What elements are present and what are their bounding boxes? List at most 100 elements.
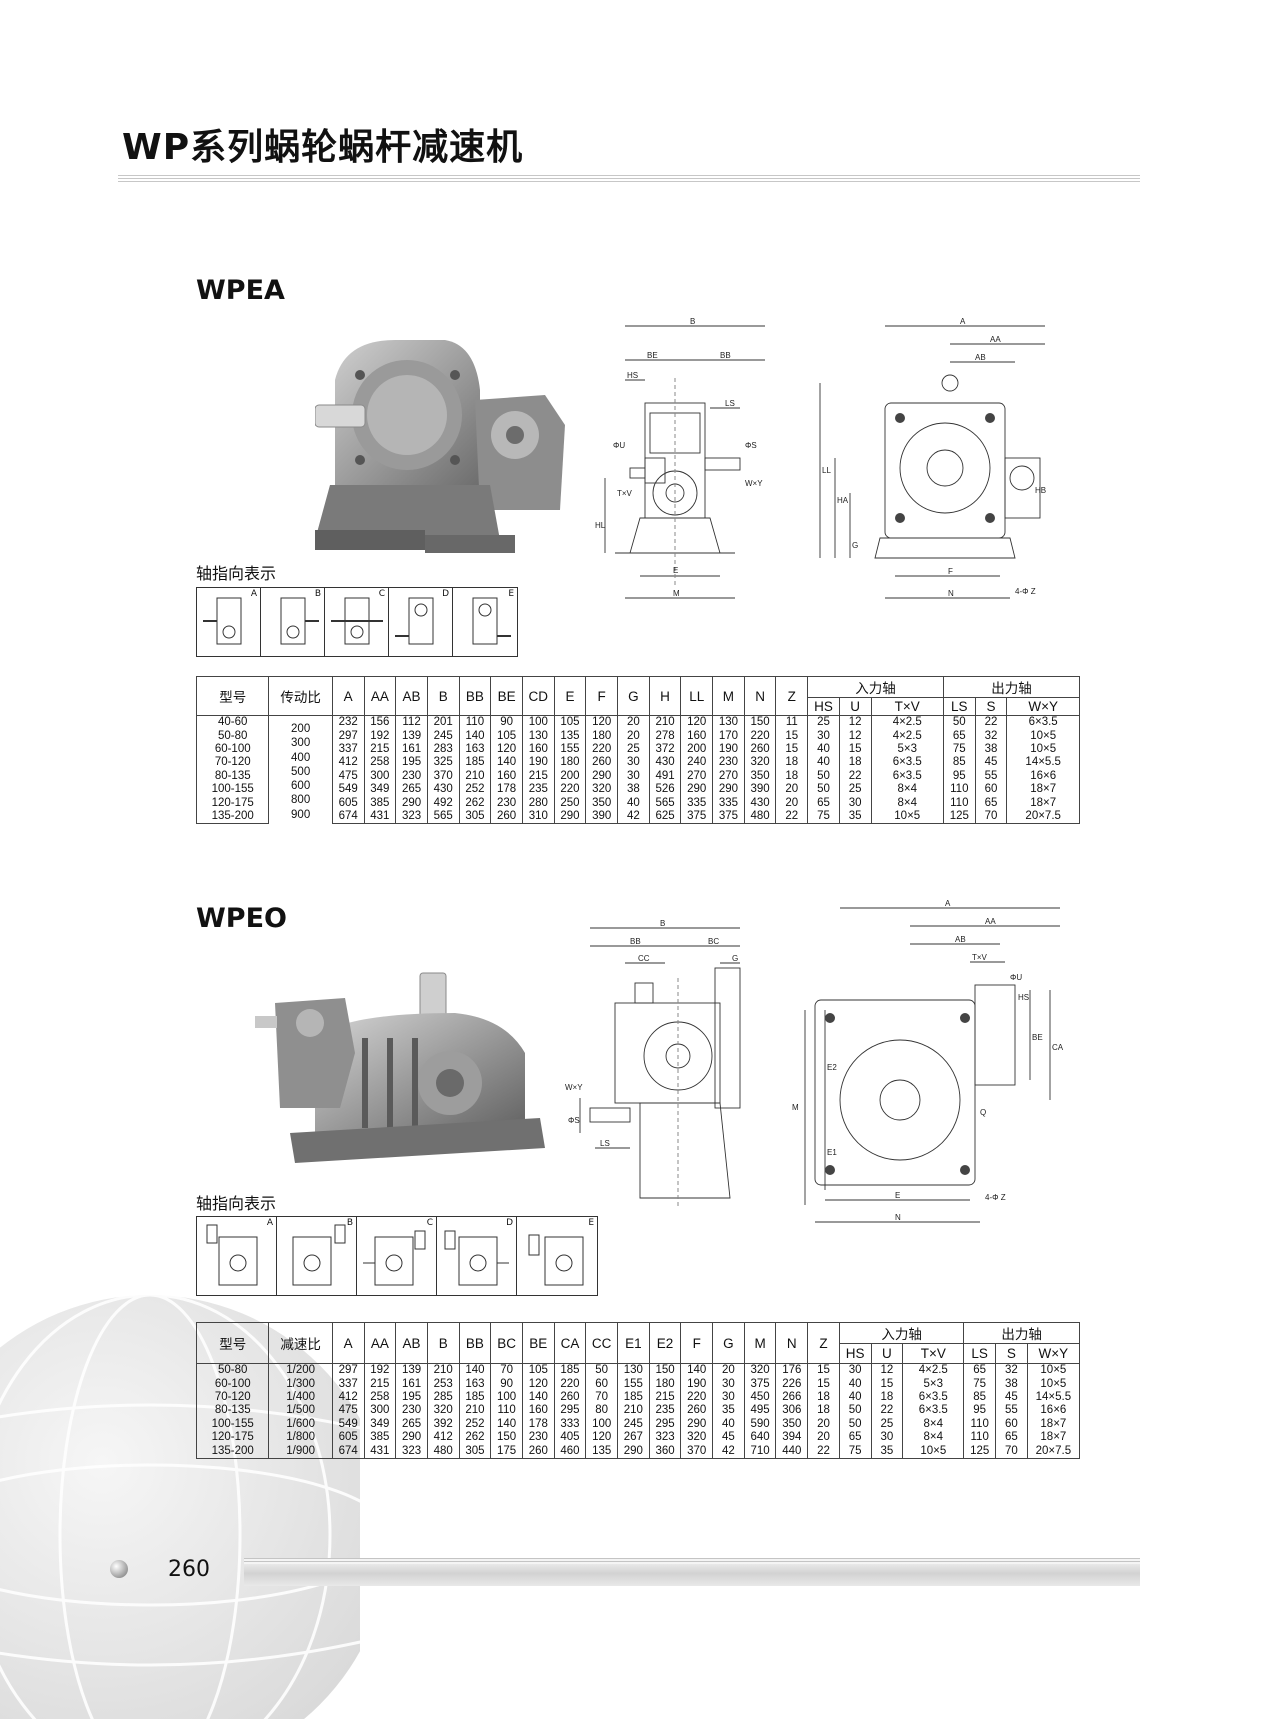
table-cell: 185 [458, 756, 492, 770]
table-cell: 549 [331, 782, 365, 797]
table-cell: 290 [617, 1444, 650, 1459]
dim-label-u: ΦU [613, 441, 625, 450]
table-cell: 18×7 [1026, 1430, 1081, 1445]
table-cell: 320 [585, 782, 619, 797]
col-header: M [743, 1322, 777, 1364]
table-cell: 260 [521, 1444, 555, 1459]
table-cell: 190 [712, 742, 745, 757]
table-cell: 200 [553, 769, 587, 783]
table-cell: 95 [963, 1404, 997, 1418]
table-cell: 375 [712, 809, 745, 825]
table-cell: 440 [775, 1444, 809, 1459]
table-cell: 30 [617, 756, 650, 770]
table-cell: 22 [807, 1444, 840, 1459]
wpeo-axis-diagram: A B C D E [196, 1216, 598, 1296]
table-cell: 175 [490, 1444, 523, 1459]
table-cell: 220 [553, 1377, 587, 1391]
table-cell: 60 [974, 782, 1008, 797]
table-cell: 192 [363, 1363, 397, 1378]
table-cell: 20 [617, 715, 650, 730]
col-header: B [426, 676, 460, 716]
axis-letter: E [588, 1218, 594, 1228]
table-cell: 290 [585, 769, 619, 783]
axis-option-a: A [197, 1217, 277, 1295]
table-cell: 305 [458, 809, 492, 825]
table-cell: 674 [331, 1444, 365, 1459]
table-cell: 12 [838, 715, 872, 730]
dim-label-f: F [948, 567, 953, 576]
col-header: BC [490, 1322, 523, 1364]
table-cell: 335 [680, 796, 714, 810]
table-cell: 25 [617, 742, 650, 757]
table-cell: 25 [870, 1417, 904, 1431]
wpeo-front-drawing: A AA AB T×V ΦU HS BE CA E2 M E1 Q E N 4-… [792, 900, 1064, 1223]
table-cell: 323 [648, 1430, 682, 1445]
table-cell: 65 [963, 1363, 997, 1378]
table-cell: 130 [617, 1363, 650, 1378]
table-cell: 295 [553, 1404, 587, 1418]
dim-label-wy: W×Y [745, 479, 763, 488]
table-cell: 20 [807, 1430, 840, 1445]
table-cell: 16×6 [1026, 1404, 1081, 1418]
dim-label-tv: T×V [617, 489, 633, 498]
table-cell: 260 [743, 742, 777, 757]
table-cell: 300 [363, 769, 397, 783]
dim-label-wy: W×Y [565, 1083, 583, 1092]
table-cell: 350 [585, 796, 619, 810]
table-cell: 75 [963, 1377, 997, 1391]
dim-label-a: A [945, 900, 951, 908]
table-cell: 337 [331, 1377, 365, 1391]
table-cell: 45 [712, 1430, 745, 1445]
table-cell: 392 [426, 1417, 460, 1431]
table-cell: 32 [995, 1363, 1028, 1378]
col-header: G [712, 1322, 745, 1364]
col-header: F [585, 676, 619, 716]
col-header: N [775, 1322, 809, 1364]
input-shaft-group: 入力轴 [838, 1322, 965, 1344]
table-cell: 335 [712, 796, 745, 810]
table-cell: 160 [680, 729, 714, 743]
table-cell: 110 [490, 1404, 523, 1418]
col-header: CC [585, 1322, 619, 1364]
table-cell: 180 [553, 756, 587, 770]
table-cell: 323 [395, 809, 428, 825]
table-cell: 412 [426, 1430, 460, 1445]
axis-option-d: D [389, 588, 453, 656]
table-cell: 278 [648, 729, 682, 743]
table-cell: 605 [331, 796, 365, 810]
table-cell: 260 [680, 1404, 714, 1418]
table-cell: 15 [775, 729, 809, 743]
table-cell: 190 [680, 1377, 714, 1391]
table-cell: 60 [995, 1417, 1028, 1431]
dim-label-e2: E2 [827, 1063, 837, 1072]
col-header: E1 [617, 1322, 650, 1364]
table-cell: 295 [648, 1417, 682, 1431]
table-cell: 10×5 [1006, 742, 1080, 757]
table-cell: 18×7 [1006, 796, 1080, 810]
table-cell: 90 [490, 1377, 523, 1391]
dim-label-ca: CA [1052, 1043, 1064, 1052]
table-cell: 140 [521, 1390, 555, 1405]
dim-label-ll: LL [822, 466, 831, 475]
table-cell: 200 [680, 742, 714, 757]
table-cell: 226 [775, 1377, 809, 1391]
table-cell: 431 [363, 809, 397, 825]
table-cell: 20×7.5 [1006, 809, 1080, 825]
table-cell: 10×5 [870, 809, 944, 825]
table-cell: 70 [974, 809, 1008, 825]
table-cell: 258 [363, 756, 397, 770]
table-cell: 412 [331, 756, 365, 770]
dim-label-ls: LS [600, 1139, 610, 1148]
dim-label-bc: BC [708, 937, 719, 946]
table-cell: 323 [395, 1444, 428, 1459]
axis-option-a: A [197, 588, 261, 656]
model-cell: 120-175 [195, 1430, 270, 1445]
table-cell: 1/600 [268, 1417, 333, 1431]
